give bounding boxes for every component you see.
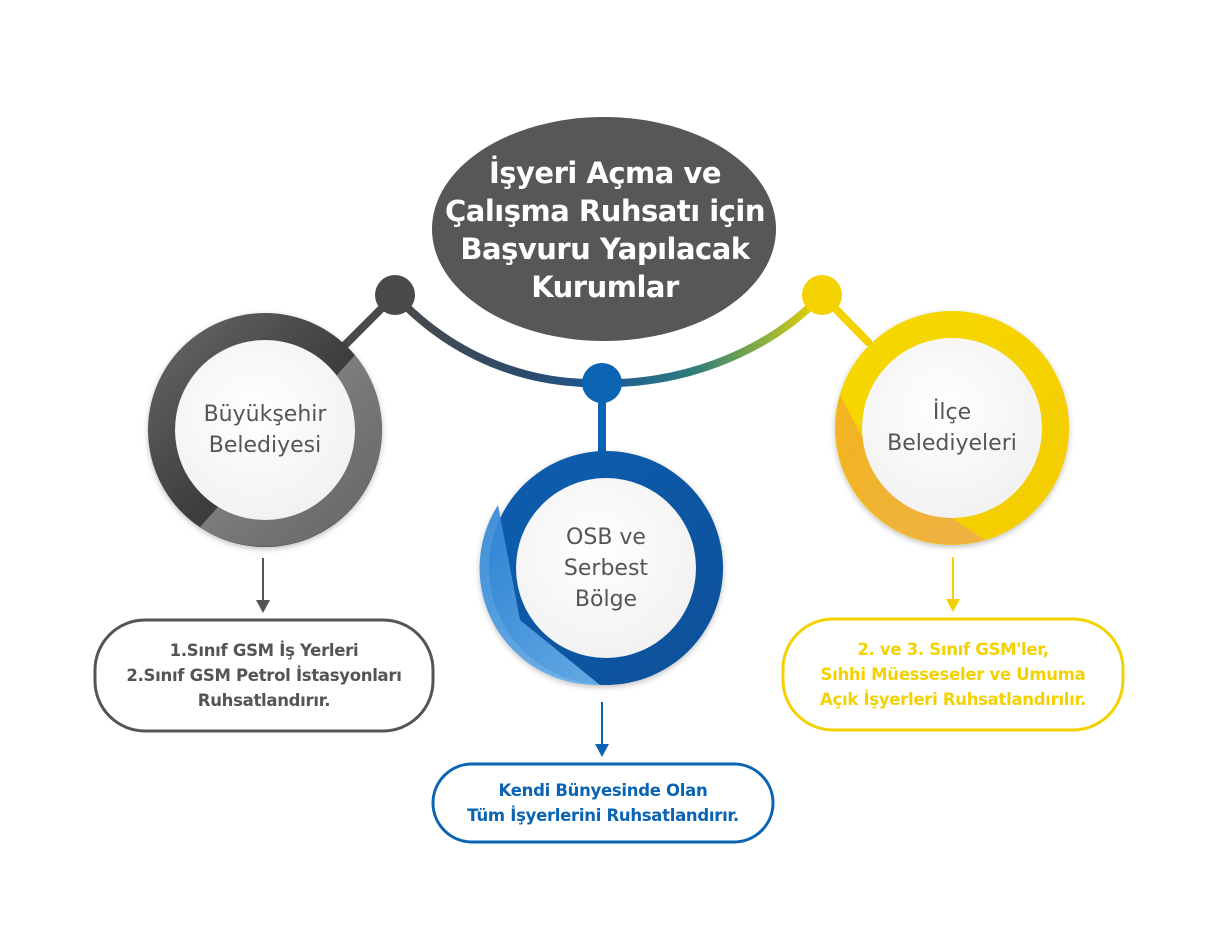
box-buyuksehir [93, 618, 435, 733]
title-ellipse [432, 117, 776, 341]
box-osb [431, 762, 775, 844]
dot-gray [375, 275, 415, 315]
description-osb: Kendi Bünyesinde Olan Tüm İşyerlerini Ru… [467, 781, 739, 825]
ring-buyuksehir [148, 313, 382, 547]
node-label-ilce: İlçe Belediyeleri [887, 400, 1017, 456]
dot-yellow [802, 275, 842, 315]
ring-ilce [835, 311, 1069, 545]
dot-blue [582, 363, 622, 403]
node-label-osb: OSB ve Serbest Bölge [563, 524, 649, 612]
arrow-yellow [946, 557, 960, 612]
arrow-gray [256, 558, 270, 613]
description-buyuksehir: 1.Sınıf GSM İş Yerleri 2.Sınıf GSM Petro… [126, 641, 402, 710]
ring-osb [479, 451, 723, 686]
box-ilce [781, 617, 1125, 732]
description-ilce: 2. ve 3. Sınıf GSM'ler, Sıhhi Müessesele… [820, 640, 1086, 709]
arrow-blue [595, 702, 609, 757]
node-label-buyuksehir: Büyükşehir Belediyesi [203, 402, 327, 458]
diagram-title: İşyeri Açma ve Çalışma Ruhsatı için Başv… [445, 156, 765, 304]
